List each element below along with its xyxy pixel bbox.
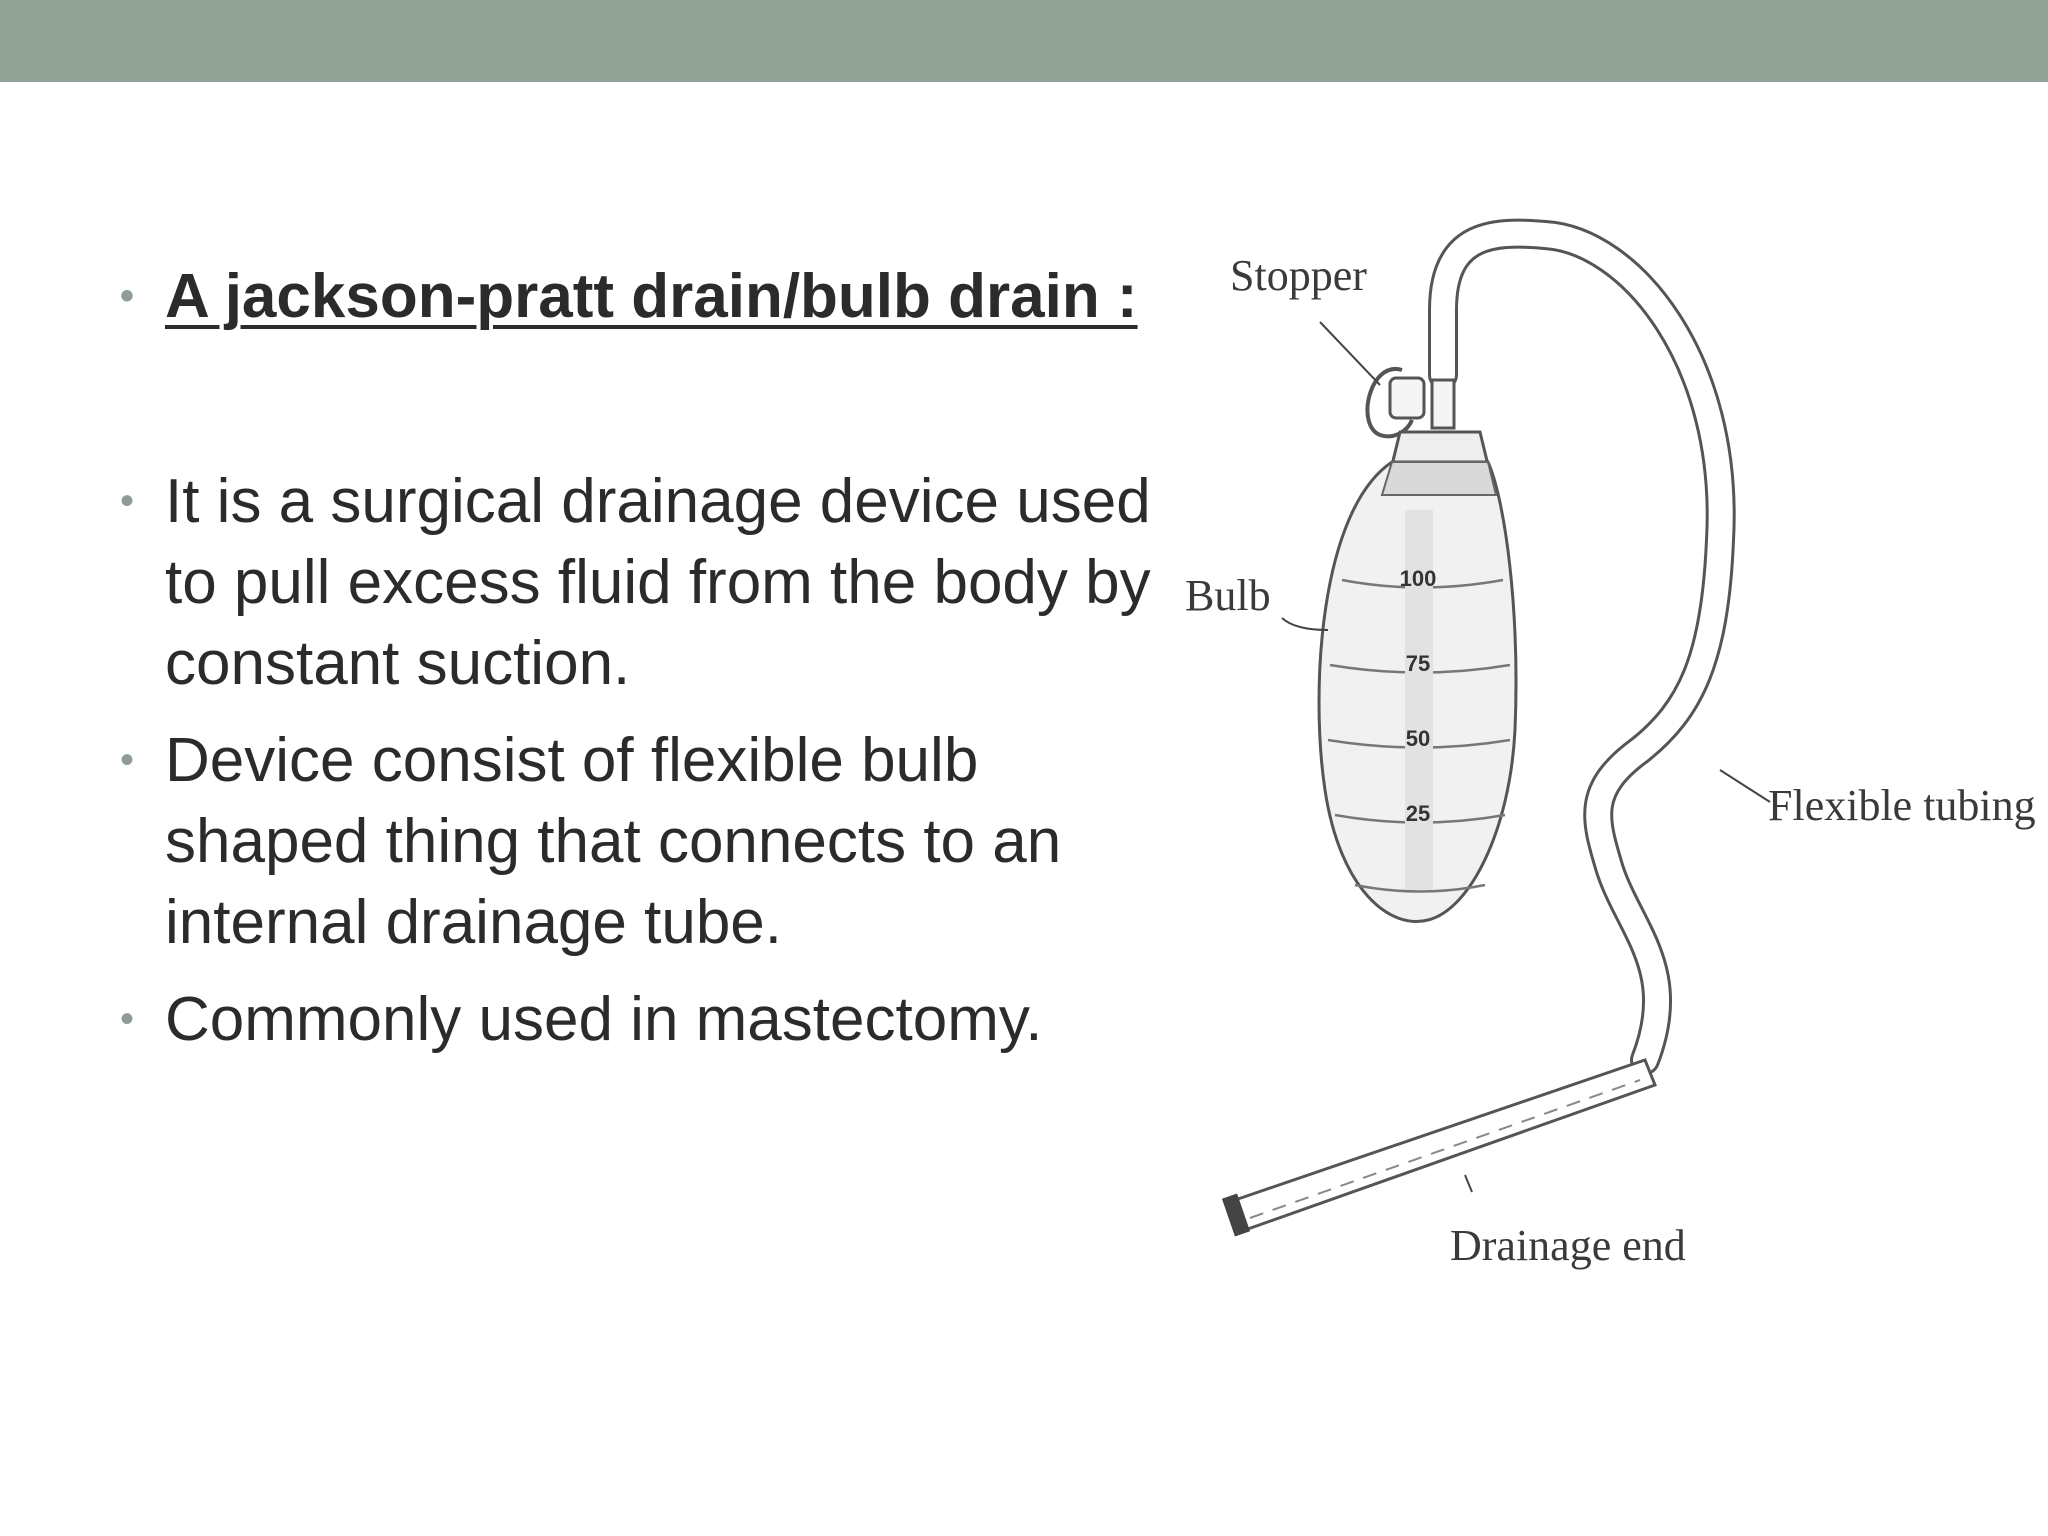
flexible-tubing-label: Flexible tubing (1768, 781, 2036, 830)
scale-mark: 25 (1406, 801, 1430, 826)
label-leaders (1281, 321, 1771, 1193)
drainage-end-label: Drainage end (1450, 1221, 1686, 1270)
bullet-item: • Commonly used in mastectomy. (120, 979, 1180, 1060)
heading-text: A jackson-pratt drain/bulb drain : (165, 262, 1138, 331)
bullet-item: • It is a surgical drainage device used … (120, 461, 1180, 704)
jackson-pratt-drain-diagram: 100 75 50 25 Stopper Bulb Flexible tubin… (1160, 210, 2048, 1320)
bullet-dot-icon: • (120, 479, 135, 523)
stopper-cap (1365, 367, 1456, 439)
bullet-list: • A jackson-pratt drain/bulb drain : • I… (120, 256, 1180, 1076)
header-bar (0, 0, 2048, 82)
bullet-text: Device consist of flexible bulb shaped t… (165, 726, 1062, 957)
drainage-end-tube (1221, 1058, 1657, 1237)
flexible-tubing (1428, 218, 1736, 1075)
scale-mark: 100 (1400, 566, 1437, 591)
bullet-dot-icon: • (120, 274, 135, 318)
bulb (1317, 460, 1518, 923)
bulb-neck (1390, 430, 1490, 467)
bullet-item: • Device consist of flexible bulb shaped… (120, 720, 1180, 963)
bulb-label: Bulb (1185, 571, 1271, 620)
bullet-dot-icon: • (120, 997, 135, 1041)
scale-mark: 50 (1406, 726, 1430, 751)
bullet-heading: • A jackson-pratt drain/bulb drain : (120, 256, 1180, 337)
bullet-text: Commonly used in mastectomy. (165, 985, 1043, 1054)
bullet-dot-icon: • (120, 738, 135, 782)
bulb-scale: 100 75 50 25 (1400, 566, 1437, 826)
scale-mark: 75 (1406, 651, 1430, 676)
bullet-text: It is a surgical drainage device used to… (165, 467, 1151, 698)
stopper-label: Stopper (1230, 251, 1367, 300)
